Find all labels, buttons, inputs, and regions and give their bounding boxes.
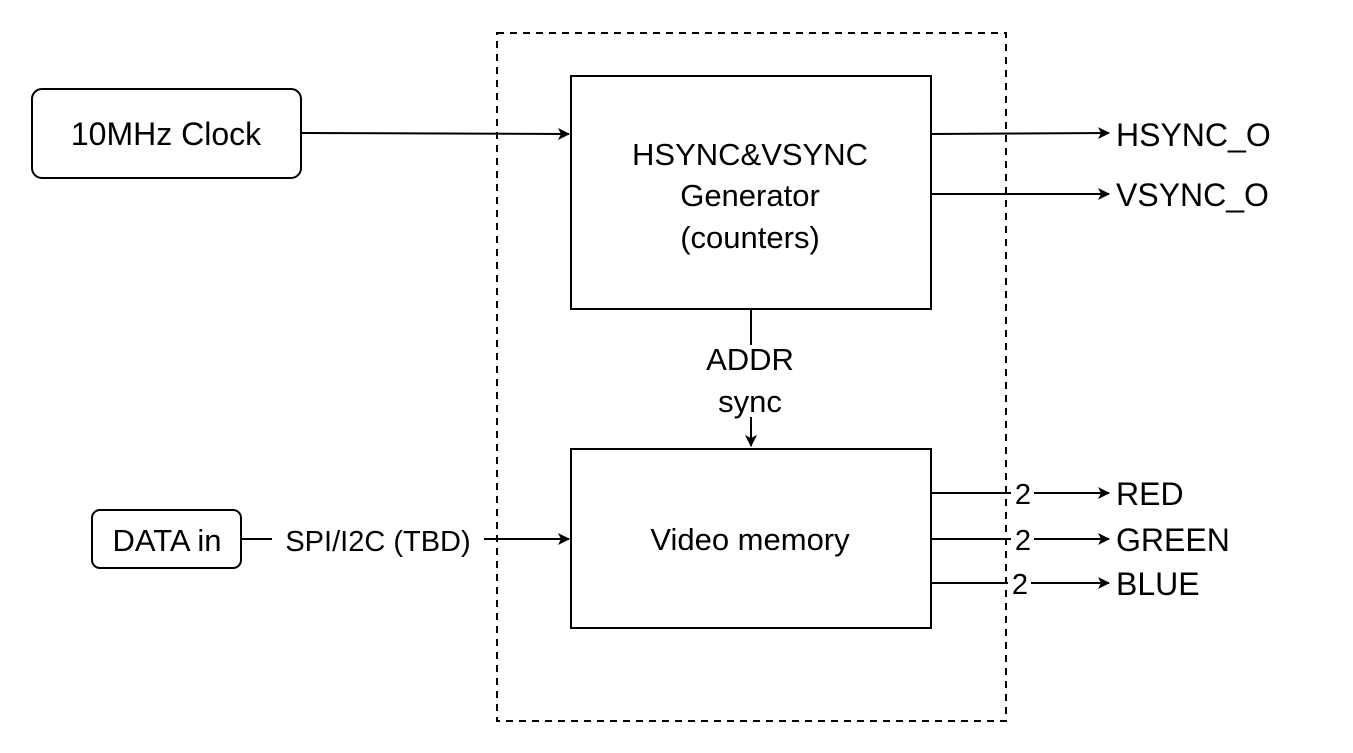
- blue-width-background: [1008, 570, 1031, 598]
- blue-bus-width: 2: [1012, 569, 1028, 601]
- video-memory-label: Video memory: [650, 522, 850, 557]
- red-width-background: [1011, 480, 1034, 508]
- red-output-label: RED: [1116, 476, 1184, 512]
- sync-generator-label-line1: HSYNC&VSYNC: [632, 137, 868, 172]
- blue-output-label: BLUE: [1116, 566, 1200, 602]
- data-bus-label-background: [272, 525, 484, 555]
- addr-label-line1: ADDR: [706, 342, 794, 377]
- data-bus-label: SPI/I2C (TBD): [285, 526, 470, 558]
- sync-generator-label-line2: Generator: [680, 178, 820, 213]
- addr-label-background: [700, 345, 802, 417]
- vsync-output-label: VSYNC_O: [1116, 177, 1269, 213]
- hsync-output-label: HSYNC_O: [1116, 117, 1271, 153]
- addr-label-line2: sync: [718, 384, 782, 419]
- green-bus-width: 2: [1015, 525, 1031, 557]
- green-width-background: [1011, 526, 1034, 554]
- red-bus-width: 2: [1015, 479, 1031, 511]
- video-memory-block: [570, 448, 932, 629]
- data-in-label: DATA in: [112, 523, 221, 558]
- clock-arrow: [300, 127, 570, 140]
- green-output-label: GREEN: [1116, 522, 1230, 558]
- sync-generator-label-line3: (counters): [680, 220, 820, 255]
- clock-label: 10MHz Clock: [71, 116, 262, 152]
- sync-generator-block: [570, 75, 932, 310]
- hsync-arrow: [930, 127, 1110, 140]
